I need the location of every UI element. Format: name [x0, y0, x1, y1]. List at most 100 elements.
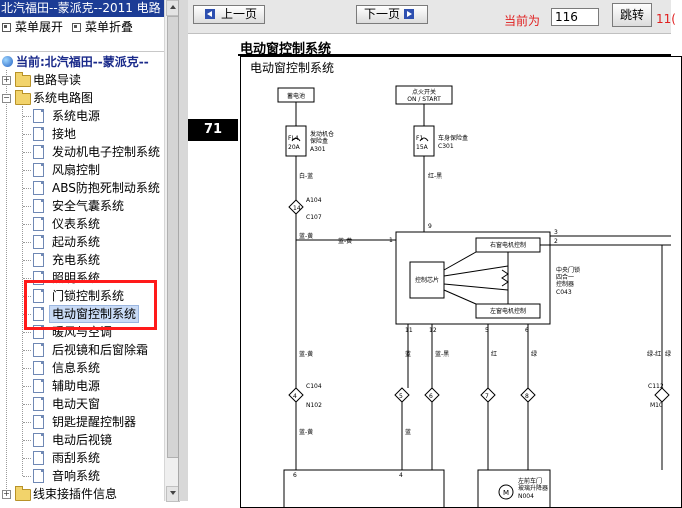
- tree-item[interactable]: 门锁控制系统: [0, 288, 165, 304]
- tree-branch-line: [23, 458, 31, 459]
- tree-item-label: 风扇控制: [52, 163, 101, 177]
- tree-item[interactable]: 接地: [0, 126, 165, 142]
- fuse1-desc-2: 保险盒: [310, 137, 328, 145]
- connector-c107: C107: [306, 214, 322, 221]
- diamond-pin-6: 6: [429, 393, 433, 400]
- pin-6: 6: [525, 327, 529, 334]
- tree-item[interactable]: 电动后视镜: [0, 432, 165, 448]
- wire-label-green: 绿: [531, 350, 537, 358]
- scroll-up-arrow-icon[interactable]: [166, 0, 180, 16]
- wire-label-red-black: 红-黑: [428, 172, 442, 180]
- pin-9: 9: [428, 223, 432, 230]
- tree-branch-line: [23, 152, 31, 153]
- bottom-wire-label-2: 蓝: [405, 428, 411, 436]
- fuse2-desc: 车身保险盒: [438, 134, 468, 142]
- folder-icon: [15, 72, 31, 87]
- tree-branch-line: [23, 386, 31, 387]
- wire-label-blue-yellow-2: 蓝-黄: [338, 237, 352, 245]
- page-icon: [33, 181, 44, 195]
- tree-item[interactable]: 钥匙提醒控制器: [0, 414, 165, 430]
- tree-item-label: 电动后视镜: [52, 433, 113, 447]
- collapse-minus-icon[interactable]: −: [2, 93, 11, 103]
- connector-m10: M10: [650, 402, 663, 409]
- left-window-motor-label-2: 玻璃升降器: [518, 484, 548, 492]
- tree-branch-line: [23, 314, 31, 315]
- tree-item[interactable]: 发动机电子控制系统: [0, 144, 165, 160]
- tree-item[interactable]: 后视镜和后窗除霜: [0, 342, 165, 358]
- tree-root-current[interactable]: 当前:北汽福田--蒙派克--: [0, 54, 165, 70]
- tree-node-circuit-guide[interactable]: + 电路导读: [2, 72, 82, 87]
- tree-branch-line: [23, 224, 31, 225]
- diamond-pin-5: 5: [399, 393, 403, 400]
- connector-c112: C112: [648, 383, 664, 390]
- page-icon: [33, 397, 44, 411]
- tree-item[interactable]: 充电系统: [0, 252, 165, 268]
- wire-label-red: 红: [491, 350, 497, 358]
- tree-item[interactable]: 起动系统: [0, 234, 165, 250]
- page-icon: [33, 199, 44, 213]
- battery-label: 蓄电池: [287, 92, 305, 100]
- right-arrow-icon: [404, 8, 414, 19]
- wire-label-blue: 蓝: [405, 350, 411, 358]
- tree-item[interactable]: ABS防抱死制动系统: [0, 180, 165, 196]
- right-window-motor-control: 右窗电机控制: [490, 241, 526, 249]
- tree-branch-line: [23, 440, 31, 441]
- tree-node-connector-info[interactable]: + 线束接插件信息: [2, 486, 118, 501]
- left-scrollbar[interactable]: [164, 0, 180, 502]
- page-icon: [33, 109, 44, 123]
- tree-item[interactable]: 风扇控制: [0, 162, 165, 178]
- tree-item-label: 安全气囊系统: [52, 199, 125, 213]
- tree-item[interactable]: 雨刮系统: [0, 450, 165, 466]
- page-icon: [33, 217, 44, 231]
- tree-branch-line: [23, 422, 31, 423]
- tree-item[interactable]: 仪表系统: [0, 216, 165, 232]
- tree-item-label: 电动窗控制系统: [48, 305, 140, 323]
- motor-icon: M: [503, 489, 509, 497]
- tree-node-system-diagrams[interactable]: − 系统电路图: [2, 90, 94, 105]
- fuse1-desc-1: 发动机仓: [310, 130, 334, 138]
- tree-item[interactable]: 系统电源: [0, 108, 165, 124]
- tree-item[interactable]: 电动窗控制系统: [0, 305, 165, 323]
- page-number-input[interactable]: [551, 8, 599, 26]
- pin-2: 2: [554, 238, 558, 245]
- folder-icon: [15, 486, 31, 501]
- tree-item[interactable]: 信息系统: [0, 360, 165, 376]
- folder-open-icon: [15, 90, 31, 105]
- menu-collapse-button[interactable]: 菜单折叠: [70, 19, 133, 35]
- prev-page-button[interactable]: 上一页: [193, 5, 265, 24]
- tree-item-label: 起动系统: [52, 235, 101, 249]
- expand-plus-icon[interactable]: +: [2, 489, 11, 499]
- control-chip-label: 控制芯片: [415, 276, 439, 284]
- tree-item[interactable]: 电动天窗: [0, 396, 165, 412]
- left-window-motor-control: 左窗电机控制: [490, 307, 526, 315]
- page-icon: [33, 325, 44, 339]
- page-icon: [33, 451, 44, 465]
- diamond-pin-7: 7: [485, 393, 489, 400]
- next-page-button[interactable]: 下一页: [356, 5, 428, 24]
- current-page-label: 当前为: [504, 14, 541, 28]
- pin-1: 1: [389, 237, 393, 244]
- tree-item[interactable]: 安全气囊系统: [0, 198, 165, 214]
- tree-branch-line: [23, 260, 31, 261]
- tree-branch-line: [23, 368, 31, 369]
- tree-line: [6, 70, 7, 495]
- ignition-label-1: 点火开关: [412, 88, 436, 96]
- wire-label-blue-yellow-3: 蓝-黄: [299, 350, 313, 358]
- red-highlight-annotation: [24, 280, 157, 330]
- left-navigation-pane: 北汽福田--蒙派克--2011 电路 菜单展开 菜单折叠 当前:北汽福田--蒙派…: [0, 0, 180, 502]
- bottom-wire-label-1: 蓝-黄: [299, 428, 313, 436]
- tree-item[interactable]: 音响系统: [0, 468, 165, 484]
- menu-expand-button[interactable]: 菜单展开: [0, 19, 63, 35]
- tree-item[interactable]: 辅助电源: [0, 378, 165, 394]
- page-icon: [33, 253, 44, 267]
- tree-item-label: 接地: [52, 127, 77, 141]
- connector-c104: C104: [306, 383, 322, 390]
- jump-button[interactable]: 跳转: [612, 3, 652, 27]
- tree-branch-line: [23, 476, 31, 477]
- tree-item-label: 系统电源: [52, 109, 101, 123]
- expand-plus-icon[interactable]: +: [2, 75, 11, 85]
- tree-item-label: 电动天窗: [52, 397, 101, 411]
- page-icon: [33, 163, 44, 177]
- total-pages-partial: 11(: [656, 12, 676, 26]
- tree-branch-line: [23, 242, 31, 243]
